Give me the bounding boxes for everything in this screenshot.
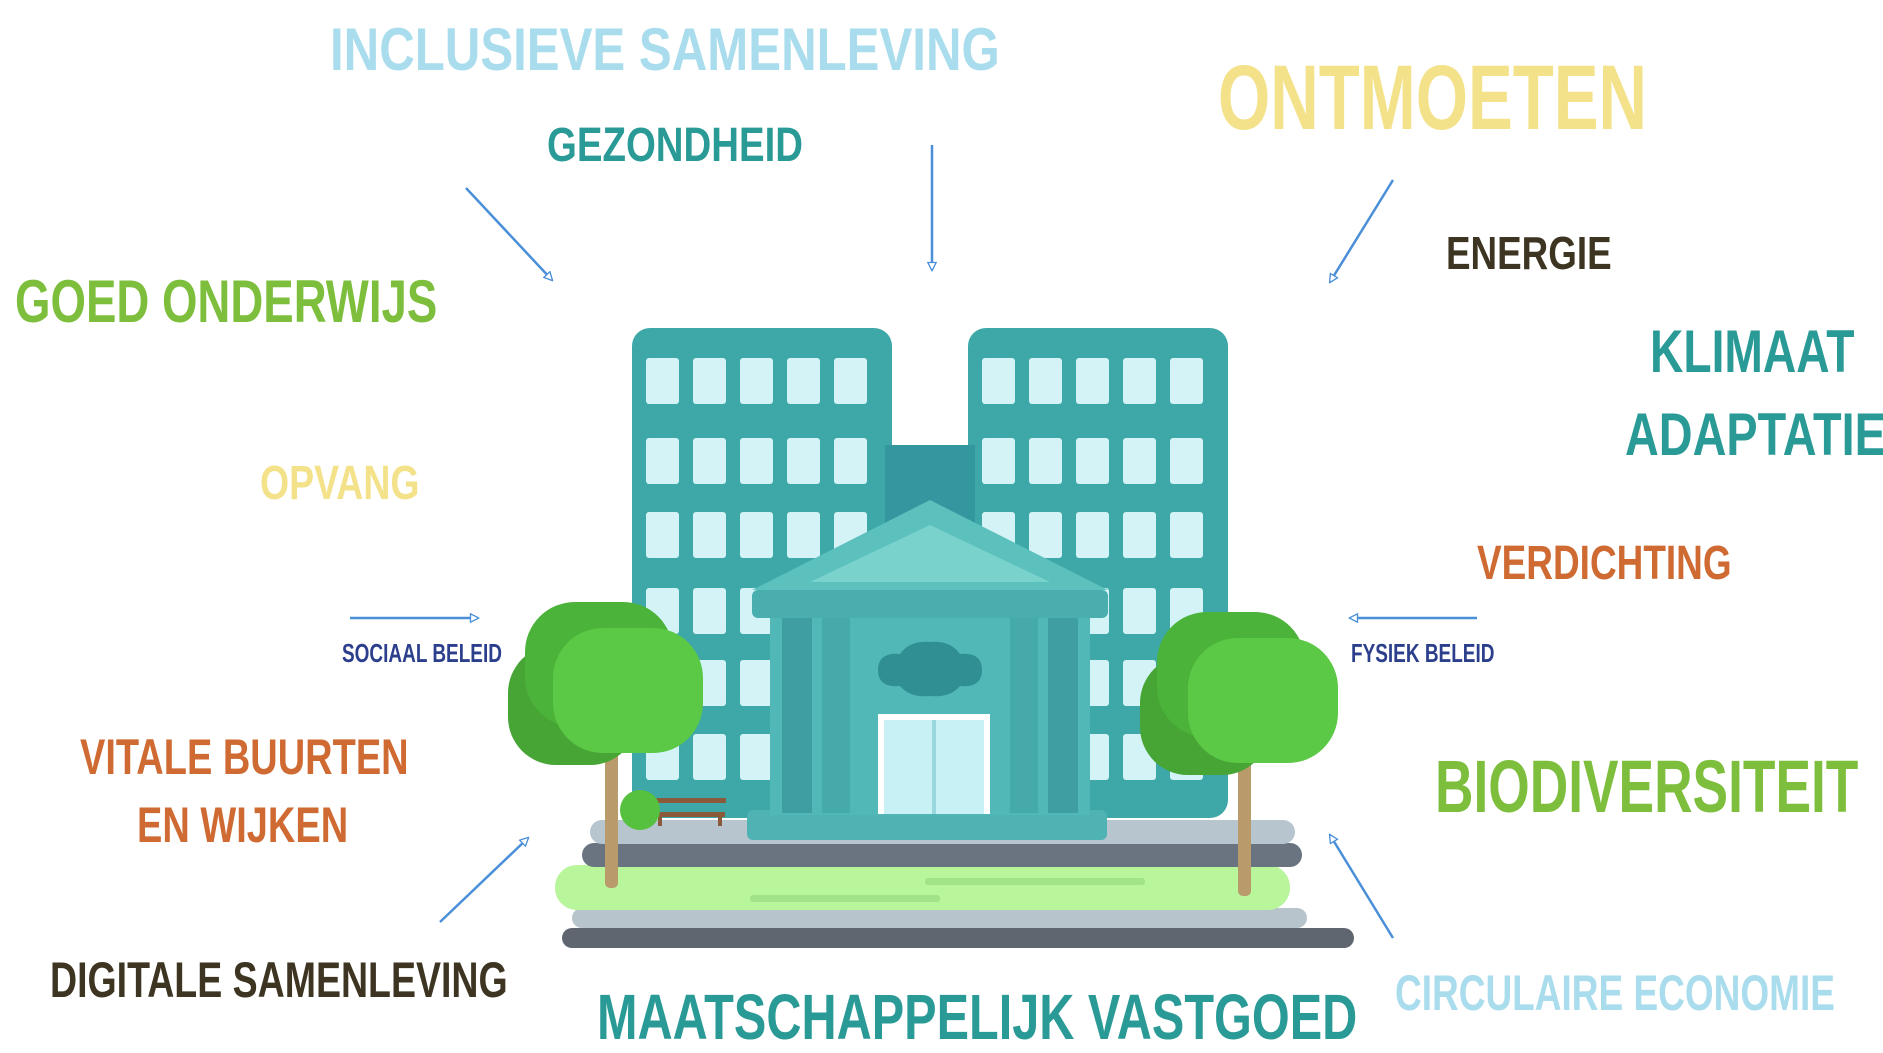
window [646, 512, 679, 558]
bench [620, 790, 726, 830]
label-vitale-buurten: VITALE BUURTEN [80, 729, 409, 785]
window [693, 358, 726, 404]
main-building [747, 500, 1108, 840]
window [1170, 512, 1203, 558]
window [693, 438, 726, 484]
window [787, 438, 820, 484]
label-circulaire-economie: CIRCULAIRE ECONOMIE [1395, 965, 1835, 1021]
window [1076, 512, 1109, 558]
window [1170, 358, 1203, 404]
window [787, 512, 820, 558]
window [646, 438, 679, 484]
window [740, 512, 773, 558]
window [834, 358, 867, 404]
page-title: MAATSCHAPPELIJK VASTGOED [597, 981, 1358, 1053]
window [740, 660, 773, 706]
arrows [350, 145, 1477, 939]
label-digitale-samenleving: DIGITALE SAMENLEVING [50, 952, 508, 1008]
window [1123, 358, 1156, 404]
window [693, 588, 726, 634]
label-sociaal-beleid: SOCIAAL BELEID [342, 638, 502, 668]
arrow-top-right [1330, 179, 1395, 282]
window [834, 438, 867, 484]
label-fysiek-beleid: FYSIEK BELEID [1351, 638, 1495, 668]
ground [555, 820, 1354, 948]
label-en-wijken: EN WIJKEN [137, 797, 349, 853]
window [1029, 358, 1062, 404]
label-energie: ENERGIE [1446, 227, 1612, 279]
window [1076, 358, 1109, 404]
window [1029, 512, 1062, 558]
label-goed-onderwijs: GOED ONDERWIJS [15, 268, 438, 335]
window [646, 358, 679, 404]
window [982, 438, 1015, 484]
window [693, 734, 726, 780]
window [1123, 438, 1156, 484]
window [693, 512, 726, 558]
label-ontmoeten: ONTMOETEN [1218, 47, 1648, 149]
label-gezondheid: GEZONDHEID [547, 119, 804, 172]
arrow-bottom-left [439, 838, 528, 923]
window [1123, 588, 1156, 634]
window [1076, 438, 1109, 484]
window [1123, 512, 1156, 558]
label-klimaat: KLIMAAT [1650, 318, 1855, 385]
label-opvang: OPVANG [260, 457, 420, 510]
arrow-bottom-right [1330, 835, 1395, 939]
window [740, 438, 773, 484]
label-inclusieve-samenleving: INCLUSIEVE SAMENLEVING [330, 16, 1000, 83]
window [982, 358, 1015, 404]
tree-left [508, 602, 703, 888]
arrow-top-left [465, 187, 552, 280]
label-verdichting: VERDICHTING [1477, 537, 1732, 590]
label-biodiversiteit: BIODIVERSITEIT [1435, 745, 1859, 828]
window [1170, 438, 1203, 484]
window [787, 358, 820, 404]
window [740, 734, 773, 780]
window [1029, 438, 1062, 484]
tree-right [1140, 612, 1338, 896]
label-adaptatie: ADAPTATIE [1625, 401, 1883, 468]
window [740, 358, 773, 404]
